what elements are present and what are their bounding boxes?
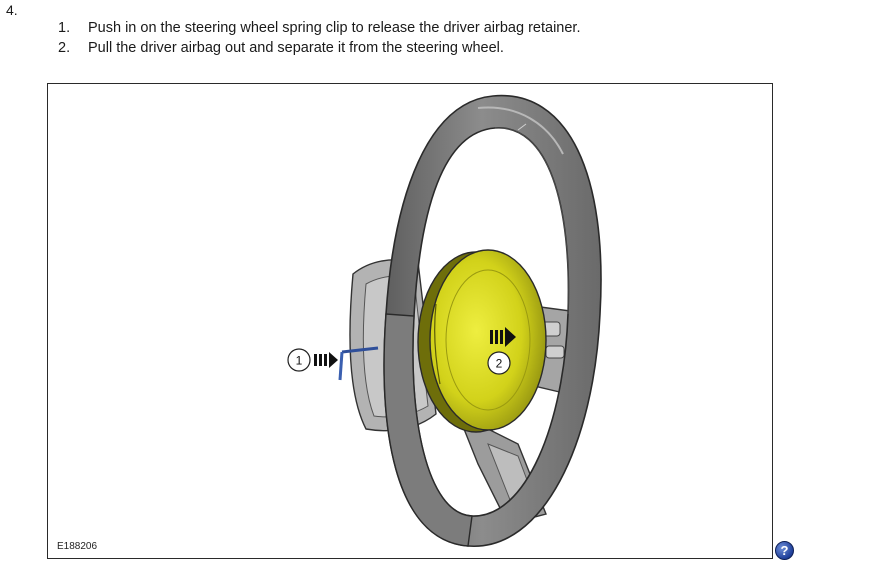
spring-clip bbox=[338, 346, 379, 381]
pull-arrow-icon bbox=[490, 327, 516, 347]
instruction-item: 1. Push in on the steering wheel spring … bbox=[58, 18, 580, 38]
callout-1: 1 bbox=[287, 348, 338, 372]
instruction-list: 1. Push in on the steering wheel spring … bbox=[58, 18, 580, 58]
callout-1-label: 1 bbox=[296, 354, 303, 368]
instruction-number: 2. bbox=[58, 40, 71, 56]
wheel-rim-front bbox=[383, 313, 473, 547]
step-number: 4. bbox=[6, 2, 18, 18]
steering-wheel-illustration: 1 2 E188206 bbox=[47, 83, 773, 559]
instruction-text: Push in on the steering wheel spring cli… bbox=[88, 20, 581, 36]
instruction-number: 1. bbox=[58, 20, 71, 36]
callout-2: 2 bbox=[487, 327, 516, 375]
callout-2-label: 2 bbox=[496, 357, 503, 371]
instruction-item: 2. Pull the driver airbag out and separa… bbox=[58, 38, 580, 58]
steering-wheel-drawing: 1 2 bbox=[287, 94, 602, 547]
instruction-text: Pull the driver airbag out and separate … bbox=[88, 40, 504, 56]
help-icon[interactable]: ? bbox=[775, 541, 794, 560]
push-arrow-icon bbox=[314, 352, 338, 368]
figure-id: E188206 bbox=[57, 541, 98, 552]
airbag-module bbox=[417, 249, 547, 433]
